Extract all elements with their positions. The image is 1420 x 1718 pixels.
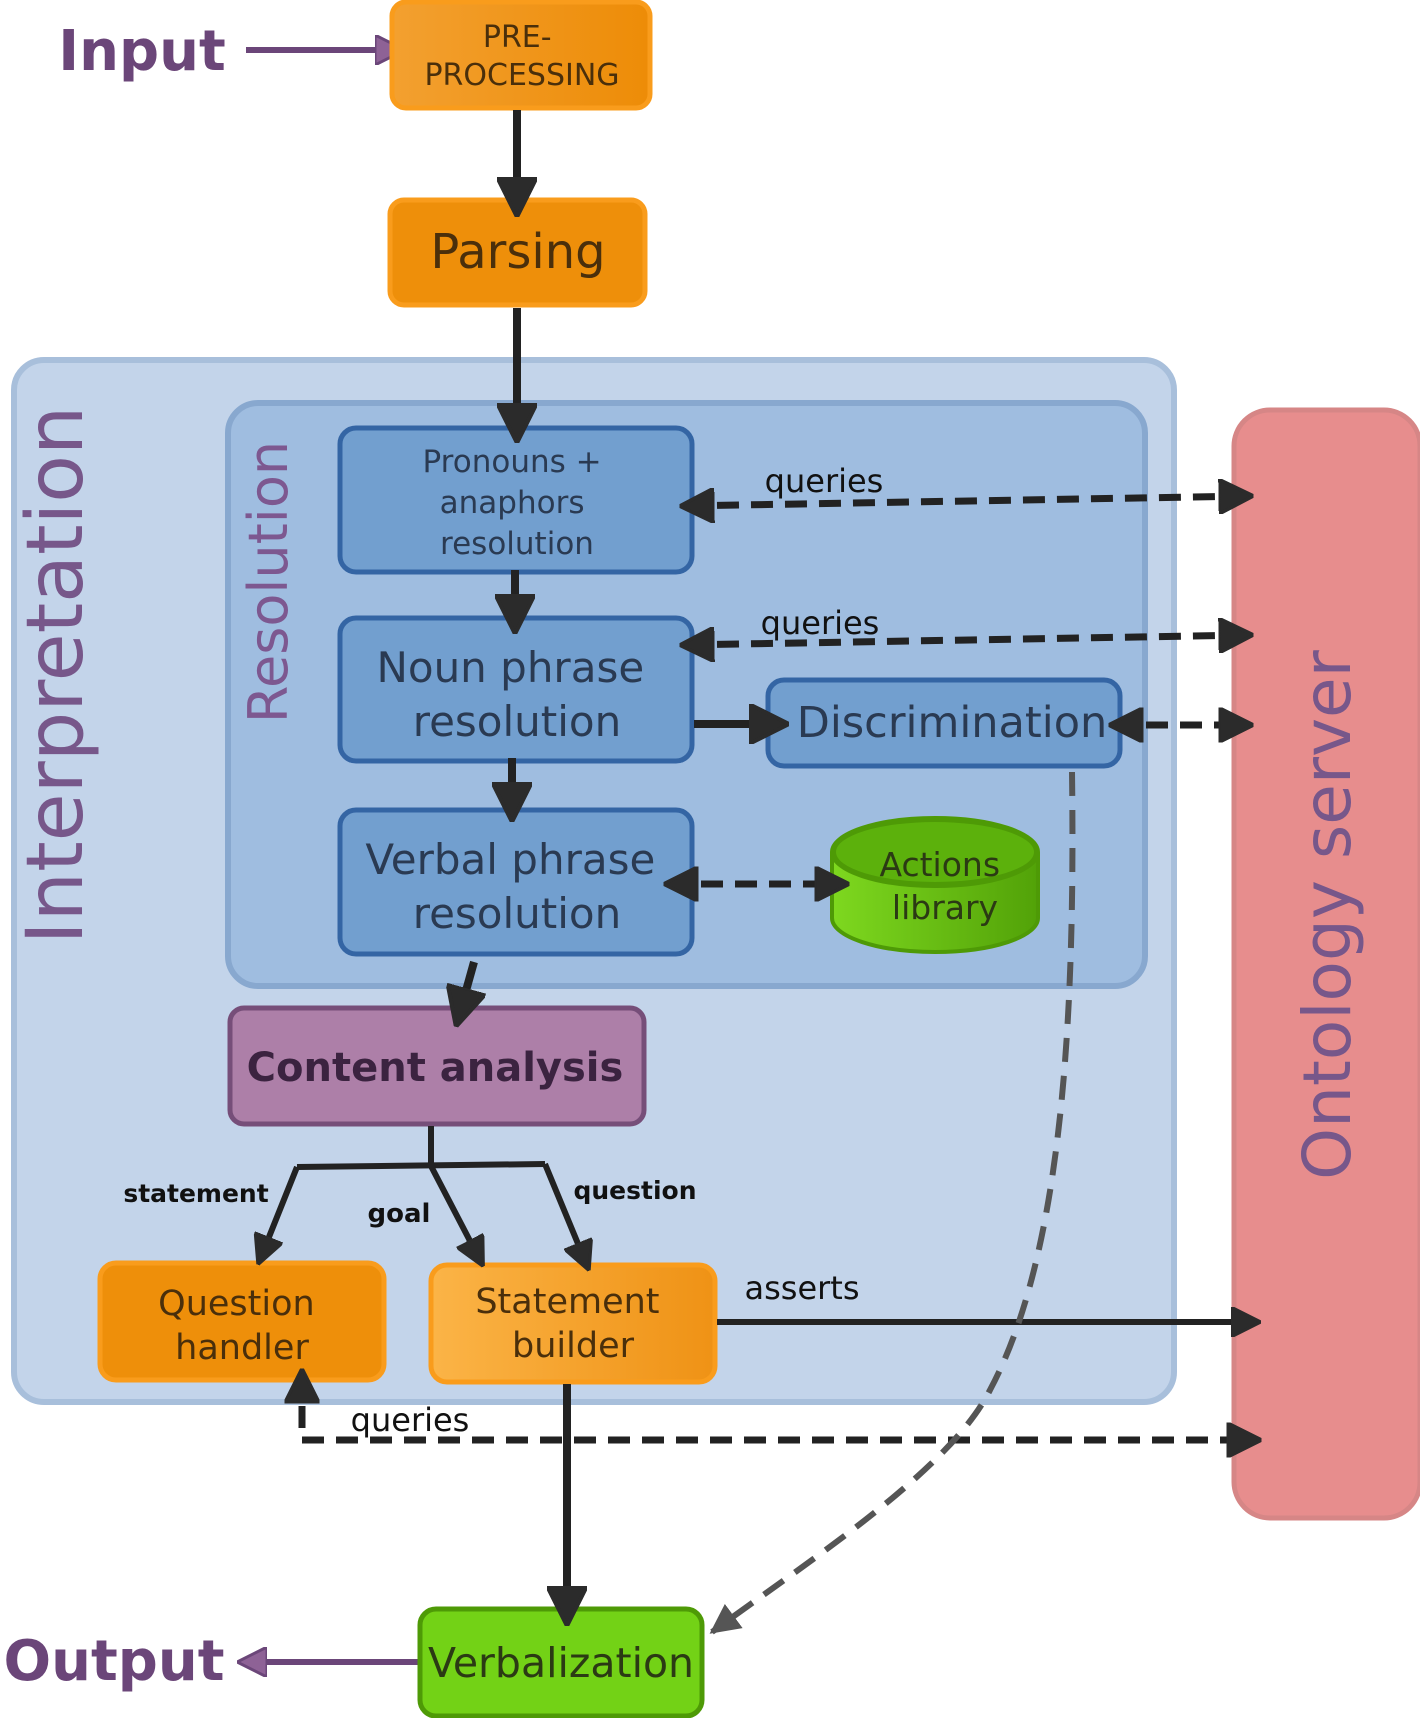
label-queries-noun: queries xyxy=(761,604,880,642)
statement-builder-line-2: builder xyxy=(512,1326,635,1366)
label-queries-question: queries xyxy=(351,1401,470,1439)
dashed-noun-ontology xyxy=(683,635,1250,645)
arrow-verbal-to-content xyxy=(457,960,474,1023)
noun-phrase-line-2: resolution xyxy=(413,697,622,746)
label-queries-pronouns: queries xyxy=(765,462,884,500)
content-analysis-box xyxy=(227,1005,647,1127)
label-question: question xyxy=(573,1176,696,1205)
preprocessing-line-1: PRE- xyxy=(483,20,552,55)
label-statement: statement xyxy=(123,1179,268,1208)
question-handler-line-2: handler xyxy=(175,1328,309,1368)
resolution-label: Resolution xyxy=(237,441,300,723)
noun-phrase-resolution-text: Noun phrase resolution xyxy=(376,643,657,746)
dashed-question-ontology xyxy=(302,1372,1258,1440)
verbalization-text: Verbalization xyxy=(428,1639,694,1687)
input-label: Input xyxy=(58,19,225,84)
content-analysis-text: Content analysis xyxy=(247,1045,624,1091)
preprocessing-text: PRE- PROCESSING xyxy=(424,20,619,93)
dashed-arrows xyxy=(302,496,1258,1440)
content-analysis-branches xyxy=(259,1126,588,1268)
preprocessing-line-2: PROCESSING xyxy=(424,58,619,93)
output-label: Output xyxy=(4,1629,225,1694)
preprocessing-box xyxy=(389,0,653,111)
actions-library-line-2: library xyxy=(892,888,998,927)
discrimination-text: Discrimination xyxy=(797,698,1108,748)
label-goal: goal xyxy=(368,1199,431,1229)
parsing-text: Parsing xyxy=(430,224,605,280)
question-handler-box xyxy=(97,1260,387,1383)
pronouns-line-3: resolution xyxy=(440,526,594,562)
interpretation-label: Interpretation xyxy=(11,406,101,945)
dashed-discrimination-to-verbalization xyxy=(709,771,1076,1635)
pronouns-resolution-text: Pronouns + anaphors resolution xyxy=(423,444,612,562)
verbal-phrase-resolution-text: Verbal phrase resolution xyxy=(365,835,668,938)
verbal-phrase-line-1: Verbal phrase xyxy=(365,835,655,884)
verbal-phrase-line-2: resolution xyxy=(413,889,622,938)
ontology-server-box xyxy=(1231,407,1420,1521)
statement-builder-text: Statement builder xyxy=(475,1282,670,1366)
question-handler-line-1: Question xyxy=(158,1284,315,1324)
pronouns-line-1: Pronouns + xyxy=(423,444,602,480)
actions-library-text: Actions library xyxy=(879,845,1010,927)
pronouns-line-2: anaphors xyxy=(440,485,585,521)
actions-library-cylinder: Actions library xyxy=(830,816,1040,954)
noun-phrase-line-1: Noun phrase xyxy=(376,643,644,692)
statement-builder-line-1: Statement xyxy=(475,1282,659,1322)
actions-library-line-1: Actions xyxy=(879,845,1000,884)
ontology-server-label: Ontology server xyxy=(1289,649,1366,1179)
dashed-pronouns-ontology xyxy=(683,496,1250,506)
label-asserts: asserts xyxy=(744,1269,859,1307)
question-handler-text: Question handler xyxy=(158,1284,326,1368)
